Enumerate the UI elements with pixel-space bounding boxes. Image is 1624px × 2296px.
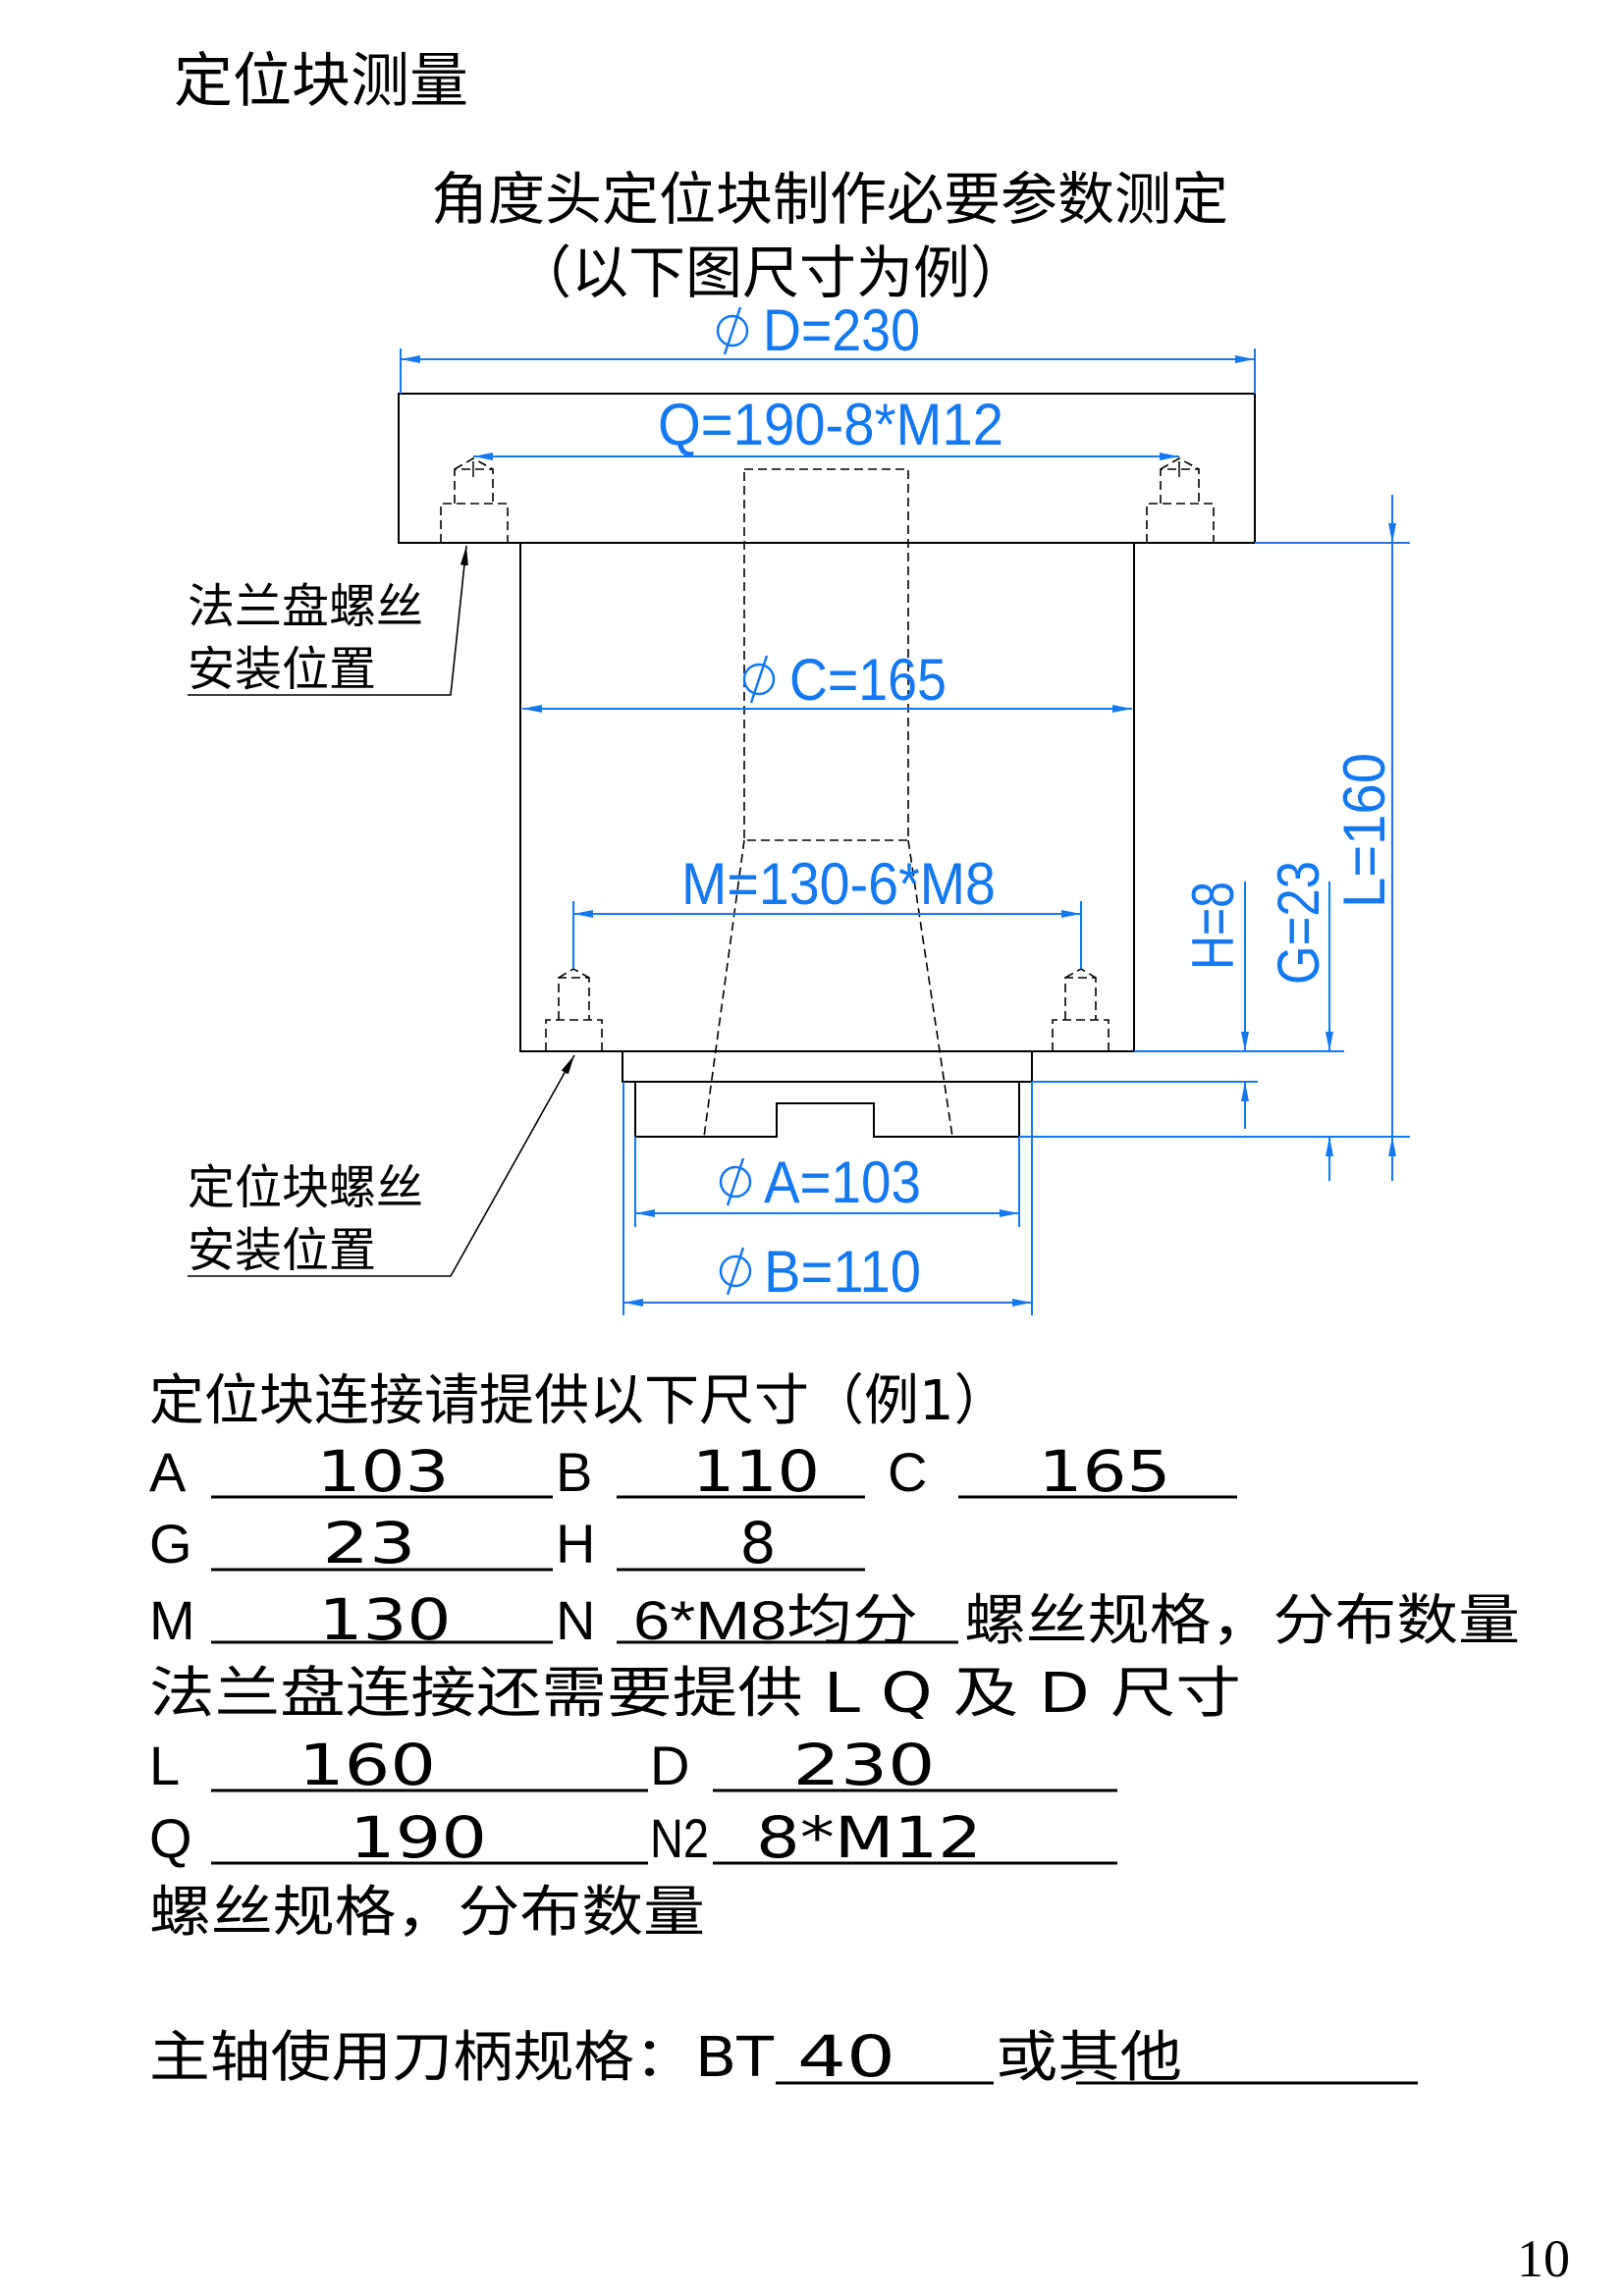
label-H: H <box>556 1513 595 1575</box>
dimension-B: B=110 <box>623 1082 1033 1315</box>
block-bolt-label: 定位块螺丝 安装位置 <box>188 1054 575 1278</box>
flange-bolt-left <box>440 457 509 543</box>
block-bolt-label-line2: 安装位置 <box>188 1223 376 1278</box>
heading-line2: （以下图尺寸为例） <box>514 240 1027 306</box>
label-N: N <box>556 1589 595 1651</box>
diameter-icon <box>742 654 776 705</box>
dimension-Q: Q=190-8*M12 <box>473 392 1179 460</box>
field-A[interactable]: 103 <box>317 1438 450 1505</box>
block-bolt-label-line1: 定位块螺丝 <box>188 1160 423 1215</box>
dim-Q-text: Q=190-8*M12 <box>658 392 1003 457</box>
body-outline <box>519 542 1135 1052</box>
dim-L-text: L=160 <box>1331 753 1397 908</box>
dimension-M: M=130-6*M8 <box>572 851 1082 969</box>
dim-C-text: C=165 <box>789 647 947 713</box>
heading-line1: 角度头定位块制作必要参数测定 <box>431 166 1228 233</box>
step-outline <box>622 1050 1033 1083</box>
dimension-form: 定位块连接请提供以下尺寸（例1） A 103 B 110 C 165 G 23 … <box>149 1369 1520 2090</box>
form-intro: 定位块连接请提供以下尺寸（例1） <box>149 1369 1009 1433</box>
field-N[interactable]: 6*M8均分 <box>633 1589 918 1651</box>
field-L[interactable]: 160 <box>298 1732 436 1798</box>
dim-A-text: A=103 <box>764 1149 921 1215</box>
label-N2: N2 <box>650 1807 709 1869</box>
n-note: 螺丝规格，分布数量 <box>964 1589 1520 1653</box>
dim-M-text: M=130-6*M8 <box>681 851 996 917</box>
block-bolt-right <box>1052 968 1110 1051</box>
dim-H-text: H=8 <box>1180 881 1246 970</box>
field-D[interactable]: 230 <box>793 1732 936 1798</box>
center-bore-hidden <box>703 468 953 1138</box>
spindle-label: 主轴使用刀柄规格：BT <box>149 2026 775 2090</box>
dimension-A: A=103 <box>634 1137 1020 1227</box>
other-label: 或其他 <box>996 2026 1182 2090</box>
dimension-L: L=160 <box>1331 495 1397 1181</box>
dim-D-text: D=230 <box>763 297 920 363</box>
flange-bolt-right <box>1146 457 1215 543</box>
dim-G-text: G=23 <box>1266 861 1331 985</box>
dim-B-text: B=110 <box>764 1239 921 1305</box>
flange-intro: 法兰盘连接还需要提供 L Q 及 D 尺寸 <box>149 1662 1241 1726</box>
field-H[interactable]: 8 <box>740 1510 777 1576</box>
label-G: G <box>149 1513 192 1575</box>
dimension-G: G=23 <box>1266 861 1333 1181</box>
label-M: M <box>149 1589 195 1651</box>
dimension-D: D=230 <box>400 297 1256 394</box>
block-bolt-left <box>545 968 603 1051</box>
field-B[interactable]: 110 <box>692 1438 820 1505</box>
label-D: D <box>650 1735 689 1796</box>
flange-bolt-label: 法兰盘螺丝 安装位置 <box>188 545 468 697</box>
field-G[interactable]: 23 <box>323 1510 416 1576</box>
label-A: A <box>149 1441 187 1503</box>
diameter-icon <box>719 1246 752 1297</box>
diameter-icon <box>719 1156 752 1207</box>
flange-bolt-label-line2: 安装位置 <box>188 642 376 697</box>
label-L: L <box>149 1735 180 1796</box>
label-B: B <box>556 1441 592 1503</box>
field-Q[interactable]: 190 <box>350 1804 487 1871</box>
label-C: C <box>888 1441 927 1503</box>
field-N2[interactable]: 8*M12 <box>756 1804 982 1871</box>
label-Q: Q <box>149 1807 192 1869</box>
page-number: 10 <box>1517 2229 1570 2288</box>
page-title: 定位块测量 <box>174 47 468 116</box>
n2-note: 螺丝规格，分布数量 <box>149 1881 705 1945</box>
field-spindle[interactable]: 40 <box>797 2023 895 2090</box>
locating-block-outline <box>634 1082 1020 1138</box>
field-C[interactable]: 165 <box>1039 1438 1171 1505</box>
diameter-icon <box>716 305 749 356</box>
technical-drawing: D=230 Q=190-8*M12 C=165 M=130-6*M8 A=103 <box>188 297 1410 1315</box>
dimension-H: H=8 <box>1180 881 1249 1129</box>
field-M[interactable]: 130 <box>319 1586 452 1653</box>
flange-bolt-label-line1: 法兰盘螺丝 <box>188 579 423 634</box>
dimension-C: C=165 <box>522 647 1132 713</box>
